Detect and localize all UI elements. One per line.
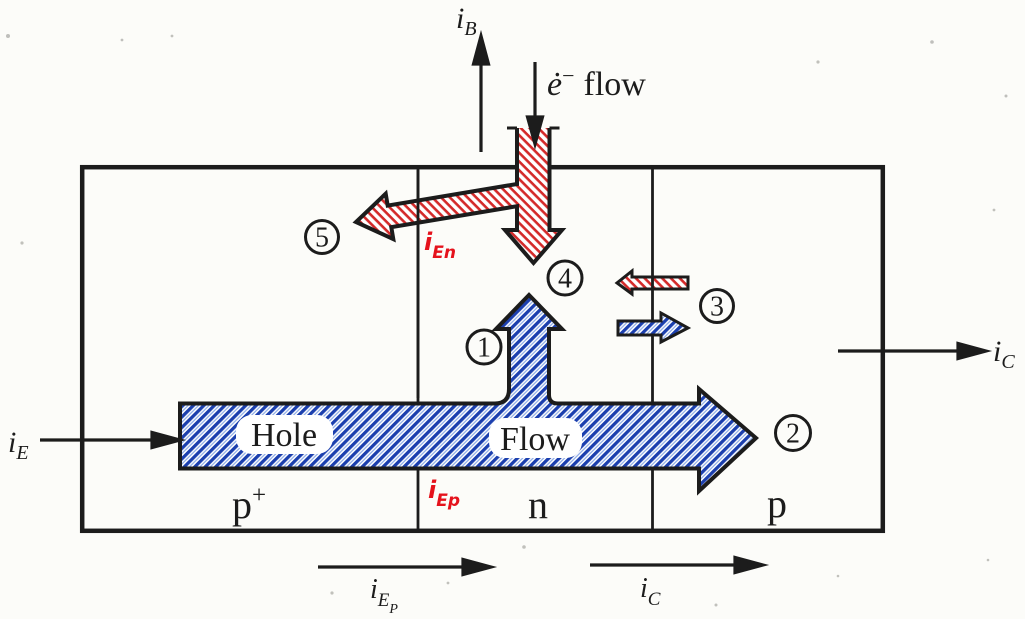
device-box	[79, 164, 886, 534]
region-label-n: n	[528, 482, 548, 527]
i-b-label: iB	[456, 2, 477, 40]
hole-word-gap	[236, 415, 333, 454]
small-blue-arrow-right	[616, 310, 692, 345]
marker-2: 2	[774, 414, 812, 452]
arrowhead-down-icon	[525, 115, 545, 150]
i-e-label: iE	[8, 426, 29, 464]
i-en-handwritten-label: iEn	[424, 228, 456, 263]
flow-word-gap	[489, 418, 582, 458]
i-c-direction-arrow	[590, 555, 770, 575]
i-e-lead-arrow	[40, 430, 187, 450]
i-b-lead-arrow	[471, 29, 491, 152]
region-label-p: p	[767, 481, 787, 526]
flow-word: Flow	[500, 421, 570, 458]
electron-flow-channel	[352, 128, 567, 267]
marker-2-label: 2	[786, 419, 800, 450]
marker-3-label: 3	[710, 292, 724, 323]
marker-3: 3	[699, 288, 735, 324]
marker-1-label: 1	[477, 333, 491, 364]
i-c-label-right: iC	[993, 335, 1015, 373]
marker-5-label: 5	[315, 223, 329, 254]
arrowhead-right-icon	[956, 341, 993, 361]
electron-flow-label: ė−flow	[547, 63, 646, 103]
scan-specks	[6, 34, 1008, 607]
hole-word: Hole	[251, 417, 317, 454]
marker-1: 1	[465, 328, 503, 366]
arrowhead-right-icon	[733, 555, 770, 575]
arrowhead-right-icon	[150, 430, 187, 450]
marker-5: 5	[304, 219, 340, 255]
marker-4-label: 4	[558, 264, 572, 295]
i-ep-direction-arrow	[318, 557, 498, 577]
i-c-lead-arrow	[838, 341, 993, 361]
i-c-label-bottom: iC	[640, 573, 661, 610]
i-ep-label-bottom: iEP	[370, 574, 398, 617]
arrowhead-right-icon	[461, 557, 498, 577]
arrowhead-up-icon	[471, 29, 491, 66]
i-ep-handwritten-label: iEp	[428, 476, 460, 511]
numbered-markers: 1 2 3 4 5	[304, 219, 812, 452]
marker-4: 4	[546, 259, 584, 297]
electron-entry-arrow	[525, 62, 545, 150]
region-label-p-plus: p+	[232, 482, 266, 527]
